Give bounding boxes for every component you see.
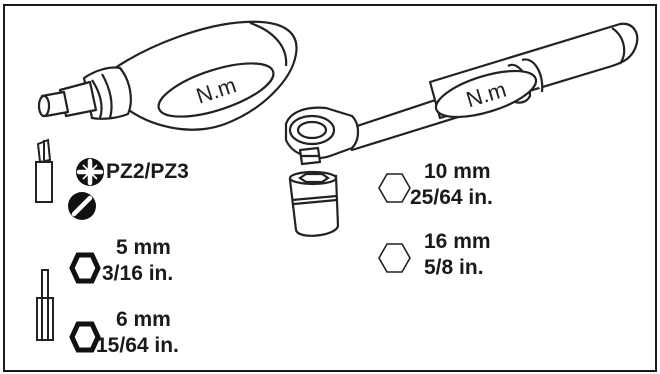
socket-10mm-metric: 10 mm	[424, 160, 491, 183]
pozidriv-bit	[35, 138, 53, 203]
hex-6mm-imperial: 15/64 in.	[96, 334, 179, 357]
diagram-border	[3, 4, 657, 372]
wrench-scale-panel	[434, 69, 538, 119]
hex-5mm-metric: 5 mm	[116, 236, 171, 259]
slotted-icon	[68, 192, 96, 220]
hex-5mm-icon	[69, 252, 101, 284]
hex-bit	[36, 269, 54, 341]
hex-5mm-imperial: 3/16 in.	[102, 262, 174, 285]
torque-wrench	[284, 22, 639, 166]
socket-illustration	[288, 170, 340, 237]
screwdriver-scale-panel	[157, 62, 275, 118]
hex-6mm-icon	[69, 321, 101, 353]
torque-screwdriver	[37, 20, 298, 131]
socket-16mm-metric: 16 mm	[424, 230, 491, 253]
pz-label: PZ2/PZ3	[106, 160, 189, 183]
socket-10mm-icon	[378, 173, 411, 203]
pozidriv-icon	[76, 158, 104, 186]
hex-6mm-metric: 6 mm	[116, 308, 171, 331]
socket-10mm-imperial: 25/64 in.	[410, 186, 493, 209]
socket-16mm-imperial: 5/8 in.	[424, 256, 484, 279]
socket-16mm-icon	[378, 243, 411, 273]
